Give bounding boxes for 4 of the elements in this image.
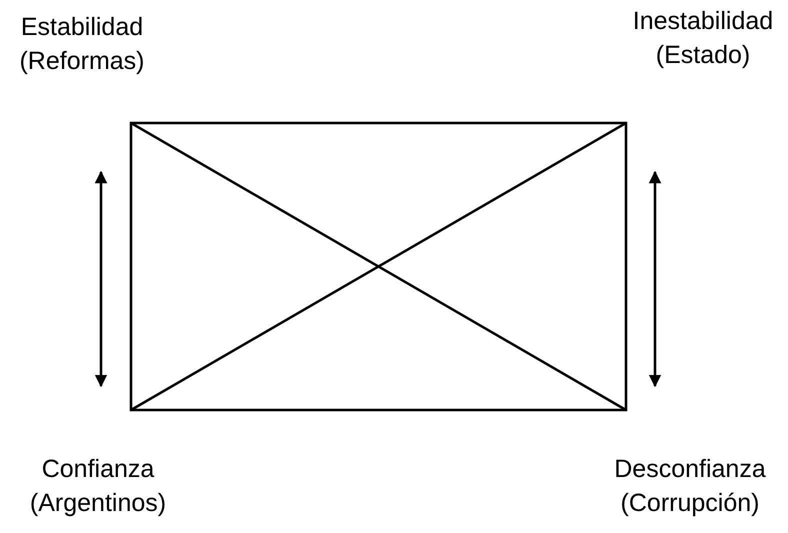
corner-label: Inestabilidad (Estado) bbox=[632, 6, 774, 71]
corner-label: Confianza (Argentinos) bbox=[28, 454, 168, 519]
corner-label: Estabilidad (Reformas) bbox=[18, 12, 146, 77]
corner-label: Desconfianza (Corrupción) bbox=[613, 454, 767, 519]
